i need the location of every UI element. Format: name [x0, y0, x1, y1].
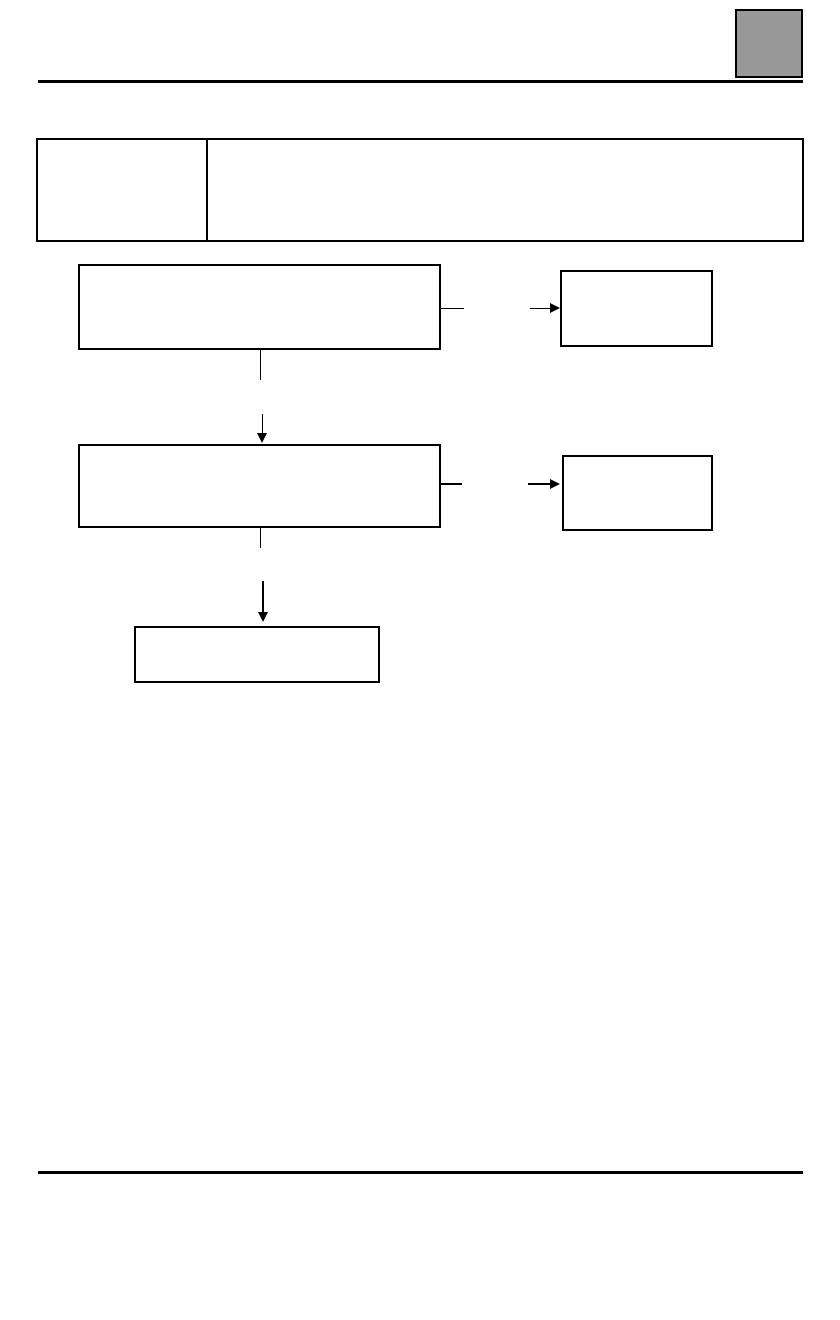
section-tab: [735, 9, 803, 78]
header-table: [36, 138, 804, 242]
flow-step-1-side: [560, 270, 713, 347]
step2-down-connector-bottom: [262, 581, 264, 613]
step1-down-connector-bottom: [262, 414, 263, 434]
step1-down-connector-top: [260, 350, 261, 380]
step2-down-connector-top: [260, 528, 261, 548]
header-rule: [38, 80, 803, 83]
flow-step-1: [78, 264, 441, 350]
step1-right-connector-right: [530, 308, 550, 309]
flow-step-2: [78, 444, 441, 528]
step1-right-label: [466, 300, 528, 316]
step1-down-arrowhead: [257, 433, 267, 443]
footer-rule: [38, 1171, 803, 1174]
flow-step-2-side: [562, 455, 713, 531]
step2-down-arrowhead: [258, 612, 268, 622]
step1-right-connector-left: [441, 308, 464, 309]
step1-down-label: [230, 386, 292, 402]
step1-right-arrowhead: [550, 303, 560, 313]
flow-step-3: [134, 626, 380, 683]
step2-right-connector-right: [528, 483, 550, 485]
header-table-left-cell: [38, 140, 208, 240]
header-table-right-cell: [208, 140, 802, 240]
step2-right-arrowhead: [550, 479, 560, 489]
footer-text: [38, 1180, 803, 1200]
step2-right-connector-left: [441, 483, 462, 485]
step2-right-label: [464, 476, 526, 492]
step2-down-label: [230, 554, 292, 570]
